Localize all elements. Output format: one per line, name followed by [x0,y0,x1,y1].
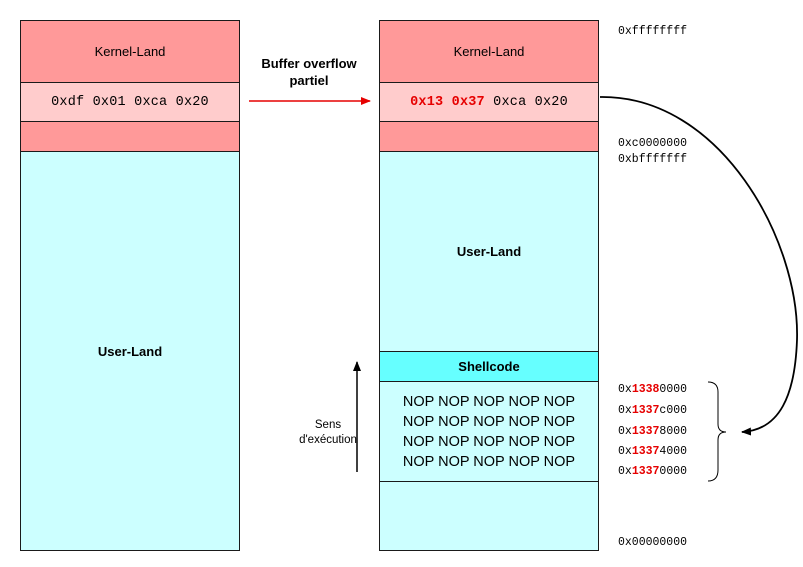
nop-line: NOP NOP NOP NOP NOP [402,453,576,470]
address-brace [707,381,727,482]
right-kernel-gap [379,121,599,152]
address-nop-3: 0x13378000 [618,425,688,438]
left-kernel-gap [20,121,240,152]
left-kernel-label: Kernel-Land [94,44,166,59]
shellcode-block: Shellcode [379,351,599,382]
address-bottom: 0x00000000 [618,536,688,549]
address-nop-5: 0x13370000 [618,465,688,478]
shellcode-label: Shellcode [458,359,520,374]
right-pointer-byte-1: 0x13 [410,94,444,110]
right-kernel-land: Kernel-Land [379,20,599,83]
right-kernel-label: Kernel-Land [453,44,525,59]
nop-sled-block: NOP NOP NOP NOP NOP NOP NOP NOP NOP NOP … [379,381,599,482]
left-user-land: User-Land [20,151,240,551]
left-user-label: User-Land [97,343,163,359]
address-nop-4: 0x13374000 [618,445,688,458]
address-kernel-start: 0xc0000000 [618,137,688,150]
overflow-caption-line2: partiel [289,73,329,88]
redirect-arrow [599,96,798,436]
overflow-caption-line1: Buffer overflow [261,56,357,71]
left-kernel-land: Kernel-Land [20,20,240,83]
left-pointer-bytes: 0xdf 0x01 0xca 0x20 [51,94,209,110]
right-user-label: User-Land [456,244,522,259]
overflow-caption: Buffer overflow partiel [244,55,374,89]
nop-line: NOP NOP NOP NOP NOP [402,413,576,430]
nop-line: NOP NOP NOP NOP NOP [402,433,576,450]
address-top: 0xffffffff [618,25,688,38]
right-user-bottom [379,481,599,551]
address-nop-1: 0x13380000 [618,383,688,396]
execution-caption-line1: Sens [314,419,342,431]
execution-caption: Sens d'exécution [288,418,368,448]
execution-caption-line2: d'exécution [299,434,357,446]
address-nop-2: 0x1337c000 [618,404,688,417]
address-user-end: 0xbfffffff [618,153,688,166]
nop-line: NOP NOP NOP NOP NOP [402,393,576,410]
right-pointer-rest: 0xca 0x20 [493,94,568,110]
right-pointer-byte-2: 0x37 [451,94,485,110]
right-user-land: User-Land [379,151,599,352]
